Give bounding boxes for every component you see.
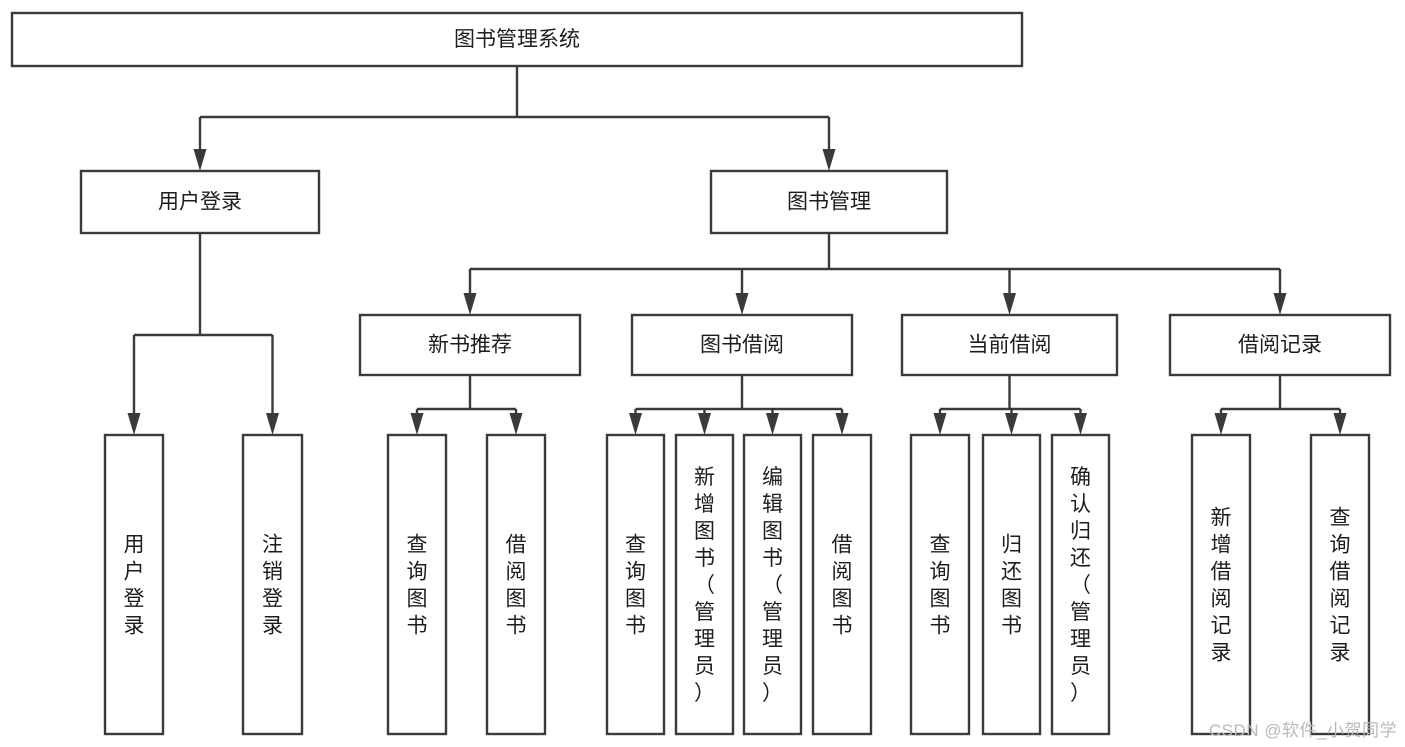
node-box: [900, 313, 1119, 377]
node-label: 当前借阅: [968, 334, 1052, 357]
arrow-head-icon: [266, 413, 279, 435]
node-box: [811, 433, 873, 736]
node-query-book-2[interactable]: 查询图书: [605, 433, 666, 736]
arrow-head-icon: [835, 413, 849, 435]
node-book-borrow[interactable]: 图书借阅: [630, 313, 854, 377]
node-layer: 图书管理系统用户登录图书管理新书推荐图书借阅当前借阅借阅记录用户登录注销登录查询…: [10, 11, 1392, 736]
arrow-head-icon: [822, 149, 836, 171]
node-borrow-record[interactable]: 借阅记录: [1168, 313, 1392, 377]
arrow-head-icon: [410, 413, 424, 435]
arrow-head-icon: [463, 293, 477, 315]
node-query-book-1[interactable]: 查询图书: [386, 433, 448, 736]
arrow-head-icon: [629, 413, 642, 435]
arrow-head-icon: [698, 413, 711, 435]
arrow-head-icon: [1333, 413, 1347, 435]
arrow-head-icon: [1273, 293, 1287, 315]
node-add-borrow-record[interactable]: 新增借阅记录: [1190, 433, 1252, 736]
node-box: [742, 433, 803, 736]
node-label: 用户登录: [158, 191, 242, 214]
node-box: [241, 433, 304, 736]
node-label: 图书管理系统: [454, 28, 580, 51]
connector-layer: [127, 66, 1347, 435]
node-label: 查询图书: [930, 534, 951, 638]
node-box: [630, 313, 854, 377]
node-box: [485, 433, 547, 736]
node-user-logout[interactable]: 注销登录: [241, 433, 304, 736]
node-label: 查询图书: [407, 534, 428, 638]
arrow-head-icon: [127, 413, 141, 435]
arrow-head-icon: [933, 413, 947, 435]
node-borrow-book-1[interactable]: 借阅图书: [485, 433, 547, 736]
node-box: [981, 433, 1042, 736]
node-new-book-recommend[interactable]: 新书推荐: [358, 313, 582, 377]
node-box: [1309, 433, 1371, 736]
arrow-head-icon: [509, 413, 523, 435]
node-query-book-3[interactable]: 查询图书: [909, 433, 971, 736]
node-label: 用户登录: [124, 534, 145, 638]
node-user-login[interactable]: 用户登录: [79, 169, 321, 235]
node-label: 查询借阅记录: [1330, 507, 1351, 665]
node-box: [10, 11, 1024, 68]
node-box: [1168, 313, 1392, 377]
node-box: [709, 169, 949, 235]
node-label: 新增借阅记录: [1211, 507, 1232, 665]
node-root[interactable]: 图书管理系统: [10, 11, 1024, 68]
node-confirm-return-admin[interactable]: 确认归还（管理员）: [1050, 433, 1111, 736]
node-box: [605, 433, 666, 736]
arrow-head-icon: [193, 149, 207, 171]
node-box: [79, 169, 321, 235]
node-label: 借阅记录: [1238, 334, 1322, 357]
node-book-manage[interactable]: 图书管理: [709, 169, 949, 235]
node-box: [103, 433, 165, 736]
arrow-head-icon: [735, 293, 749, 315]
node-current-borrow[interactable]: 当前借阅: [900, 313, 1119, 377]
node-label: 借阅图书: [506, 534, 527, 638]
node-label: 新增图书（管理员）: [694, 466, 715, 705]
node-box: [674, 433, 735, 736]
arrow-head-icon: [1214, 413, 1228, 435]
node-return-book[interactable]: 归还图书: [981, 433, 1042, 736]
node-user-login-do[interactable]: 用户登录: [103, 433, 165, 736]
csdn-watermark: CSDN @软件_小贺同学: [1208, 721, 1397, 740]
arrow-head-icon: [1074, 413, 1087, 435]
node-box: [358, 313, 582, 377]
node-label: 借阅图书: [832, 534, 853, 638]
node-query-borrow-record[interactable]: 查询借阅记录: [1309, 433, 1371, 736]
node-box: [1050, 433, 1111, 736]
node-label: 查询图书: [625, 534, 646, 638]
node-label: 新书推荐: [428, 334, 512, 357]
node-box: [386, 433, 448, 736]
node-add-book-admin[interactable]: 新增图书（管理员）: [674, 433, 735, 736]
arrow-head-icon: [1003, 293, 1016, 315]
arrow-head-icon: [766, 413, 779, 435]
arrow-head-icon: [1005, 413, 1018, 435]
node-label: 归还图书: [1001, 534, 1022, 638]
node-edit-book-admin[interactable]: 编辑图书（管理员）: [742, 433, 803, 736]
node-label: 注销登录: [262, 534, 283, 638]
node-label: 图书管理: [787, 191, 871, 214]
node-label: 图书借阅: [700, 334, 784, 357]
node-label: 确认归还（管理员）: [1070, 466, 1091, 705]
node-box: [909, 433, 971, 736]
node-box: [1190, 433, 1252, 736]
node-label: 编辑图书（管理员）: [762, 466, 783, 705]
node-borrow-book-2[interactable]: 借阅图书: [811, 433, 873, 736]
